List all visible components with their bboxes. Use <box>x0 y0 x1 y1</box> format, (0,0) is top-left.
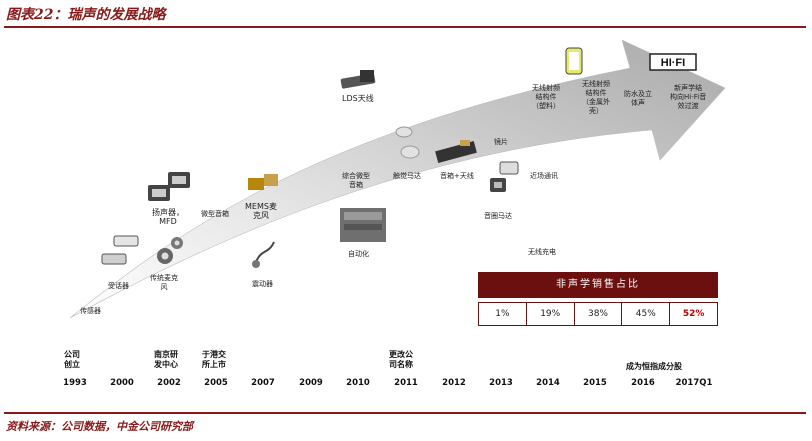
year-label: 2014 <box>536 378 560 388</box>
speaker-antenna-image <box>435 140 477 163</box>
milestone-1993: 公司 创立 <box>64 350 80 369</box>
label-haptic-motor: 触觉马达 <box>393 172 421 180</box>
label-hifi: 新声学结 构向Hi-Fi音 效过渡 <box>670 84 707 110</box>
year-label: 2010 <box>346 378 370 388</box>
year-label: 2015 <box>583 378 607 388</box>
haptic-motor-image <box>395 126 420 159</box>
label-waterproof: 防水及立 体声 <box>624 90 652 107</box>
lds-antenna-image <box>340 70 376 89</box>
speaker-mfd-image <box>148 172 190 201</box>
label-proximity: 近场通讯 <box>530 172 558 180</box>
ratio-cell: 38% <box>575 303 623 325</box>
year-label: 2007 <box>251 378 275 388</box>
year-label: 1993 <box>63 378 87 388</box>
source-note: 资料来源：公司数据，中金公司研究部 <box>6 420 193 433</box>
year-label: 2000 <box>110 378 134 388</box>
milestone-2005: 于港交 所上市 <box>202 350 226 369</box>
label-wireless-charging: 无线充电 <box>528 248 556 256</box>
mems-mic-image <box>248 174 278 190</box>
label-sensor: 传感器 <box>80 307 101 315</box>
label-receiver: 受话器 <box>108 282 129 290</box>
ratio-table-header: 非声学销售占比 <box>478 272 718 298</box>
year-label: 2011 <box>394 378 418 388</box>
label-lens: 镜片 <box>494 138 508 146</box>
receiver-product-image-2 <box>113 235 139 247</box>
label-lds-antenna: LDS天线 <box>342 94 374 103</box>
vibrator-image <box>252 241 275 268</box>
label-speaker-mfd: 扬声器， MFD <box>152 208 184 226</box>
label-speaker-antenna: 音箱+天线 <box>440 172 474 180</box>
label-rf-structure: 无线射频 结构件 （塑料） <box>532 84 560 110</box>
hifi-badge: HI·FI <box>649 53 697 71</box>
page-title: 图表22：瑞声的发展战略 <box>6 7 166 23</box>
lens-image <box>490 161 519 192</box>
timeline-years: 1993 2000 2002 2005 2007 2009 2010 2011 … <box>0 378 812 392</box>
hifi-badge-text: HI·FI <box>661 57 685 69</box>
label-mems-mic: MEMS麦 克风 <box>245 202 277 220</box>
year-label: 2005 <box>204 378 228 388</box>
year-label: 2009 <box>299 378 323 388</box>
label-micro-speaker: 微型音箱 <box>201 210 229 218</box>
footer-rule <box>4 412 806 414</box>
ratio-cell: 45% <box>622 303 671 325</box>
year-label: 2013 <box>489 378 513 388</box>
milestone-2011: 更改公 司名称 <box>389 350 413 369</box>
automation-image <box>340 208 386 242</box>
title-rule <box>4 26 806 28</box>
year-label: 2016 <box>631 378 655 388</box>
phone-plastic-image <box>565 47 583 75</box>
receiver-product-image <box>101 253 127 265</box>
label-integrated-box: 综合微型 音箱 <box>342 172 370 189</box>
ratio-table-row: 1% 19% 38% 45% 52% <box>478 302 718 326</box>
ratio-cell: 19% <box>527 303 575 325</box>
label-voice-coil: 音圈马达 <box>484 212 512 220</box>
year-label: 2002 <box>157 378 181 388</box>
ratio-cell: 1% <box>479 303 527 325</box>
traditional-mic-image <box>157 237 183 264</box>
non-acoustic-ratio-table: 非声学销售占比 1% 19% 38% 45% 52% <box>478 272 718 326</box>
ratio-cell-highlight: 52% <box>682 309 705 319</box>
label-vibrator: 震动器 <box>252 280 273 288</box>
year-label: 2012 <box>442 378 466 388</box>
milestone-2002: 南京研 发中心 <box>154 350 178 369</box>
label-traditional-mic: 传统麦克 风 <box>150 274 178 291</box>
milestone-2016: 成为恒指成分股 <box>626 362 682 371</box>
year-label: 2017Q1 <box>675 378 713 388</box>
label-metal-structure: 无线射频 结构件 （金属外 壳） <box>582 80 610 115</box>
label-automation: 自动化 <box>348 250 369 258</box>
